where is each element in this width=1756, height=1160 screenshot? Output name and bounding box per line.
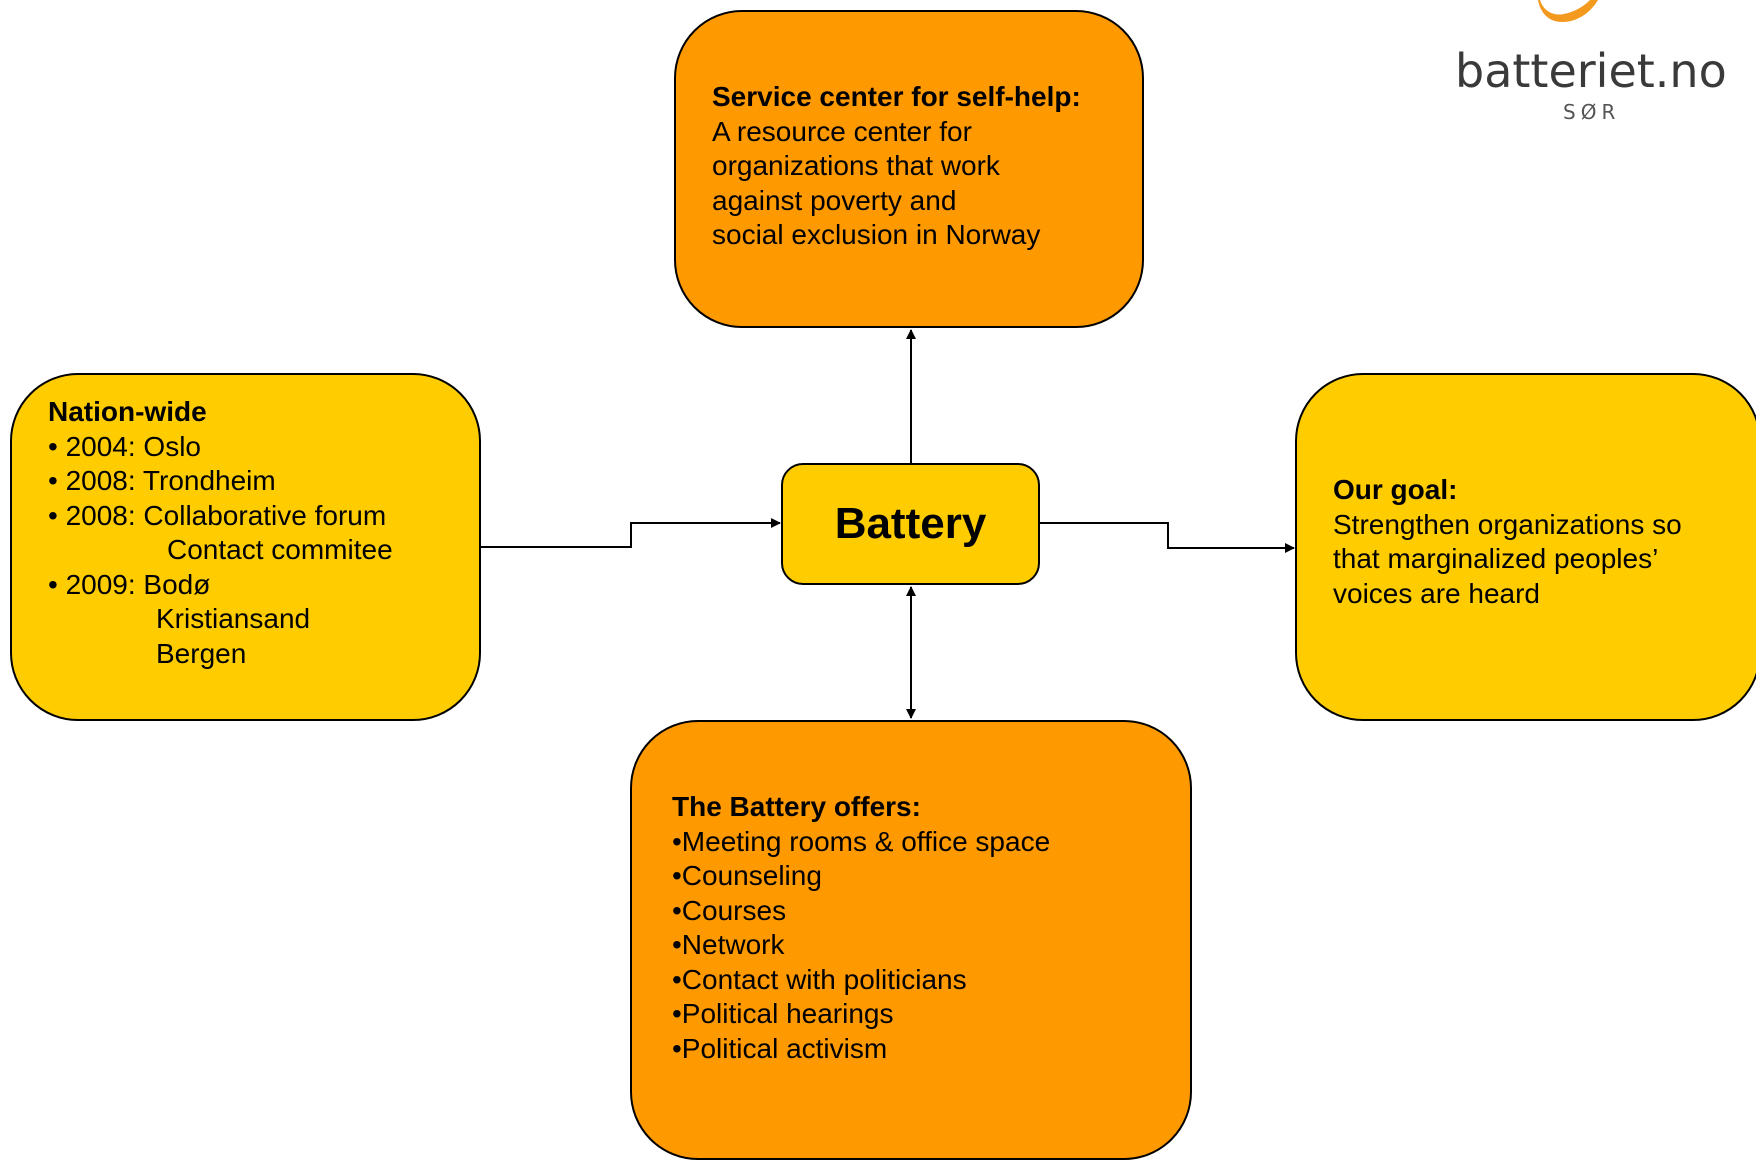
battery-offers-box: The Battery offers: •Meeting rooms & off… [630,720,1192,1160]
nation-wide-heading: Nation-wide [48,396,207,427]
our-goal-line: voices are heard [1333,577,1541,609]
battery-offers-item: •Courses [672,894,787,926]
nation-wide-item: Contact commitee [167,534,393,565]
nation-wide-item: • 2008: Trondheim [48,465,276,496]
battery-offers-item: •Political hearings [672,998,894,1029]
nation-wide-item: • 2009: Bodø [48,568,211,600]
logo-swoosh-icon [1538,0,1598,22]
service-center-line: social exclusion in Norway [712,219,1041,250]
nation-wide-text: Nation-wide • 2004: Oslo • 2008: Trondhe… [48,395,393,671]
nation-wide-item: • 2008: Collaborative forum [48,499,387,531]
nation-wide-item: Bergen [156,637,247,669]
arrow-battery-to-right [1040,522,1295,553]
our-goal-line: Strengthen organizations so [1333,508,1682,540]
our-goal-text: Our goal: Strengthen organizations so th… [1333,473,1682,611]
service-center-text: Service center for self-help: A resource… [712,80,1081,253]
service-center-line: against poverty and [712,184,957,216]
battery-offers-item: •Network [672,929,785,960]
battery-offers-text: The Battery offers: •Meeting rooms & off… [672,790,1050,1066]
batteriet-logo: batteriet.no SØR [1440,0,1756,130]
nation-wide-item: Kristiansand [156,603,311,634]
service-center-box: Service center for self-help: A resource… [674,10,1144,328]
battery-offers-item: •Contact with politicians [672,963,967,995]
battery-offers-item: •Meeting rooms & office space [672,825,1051,857]
arrow-left-to-battery [481,518,781,548]
our-goal-box: Our goal: Strengthen organizations so th… [1295,373,1756,721]
battery-center-box: Battery [781,463,1040,585]
service-center-line: A resource center for [712,115,972,147]
logo-wordmark: batteriet.no [1455,44,1727,98]
service-center-heading: Service center for self-help: [712,81,1081,112]
nation-wide-box: Nation-wide • 2004: Oslo • 2008: Trondhe… [10,373,481,721]
battery-label: Battery [834,499,987,548]
our-goal-line: that marginalized peoples’ [1333,543,1659,574]
service-center-line: organizations that work [712,150,1000,181]
battery-offers-item: •Counseling [672,860,822,891]
battery-offers-item: •Political activism [672,1032,888,1064]
our-goal-heading: Our goal: [1333,474,1458,505]
battery-offers-heading: The Battery offers: [672,791,921,822]
logo-subtitle: SØR [1563,100,1621,124]
nation-wide-item: • 2004: Oslo [48,430,202,462]
